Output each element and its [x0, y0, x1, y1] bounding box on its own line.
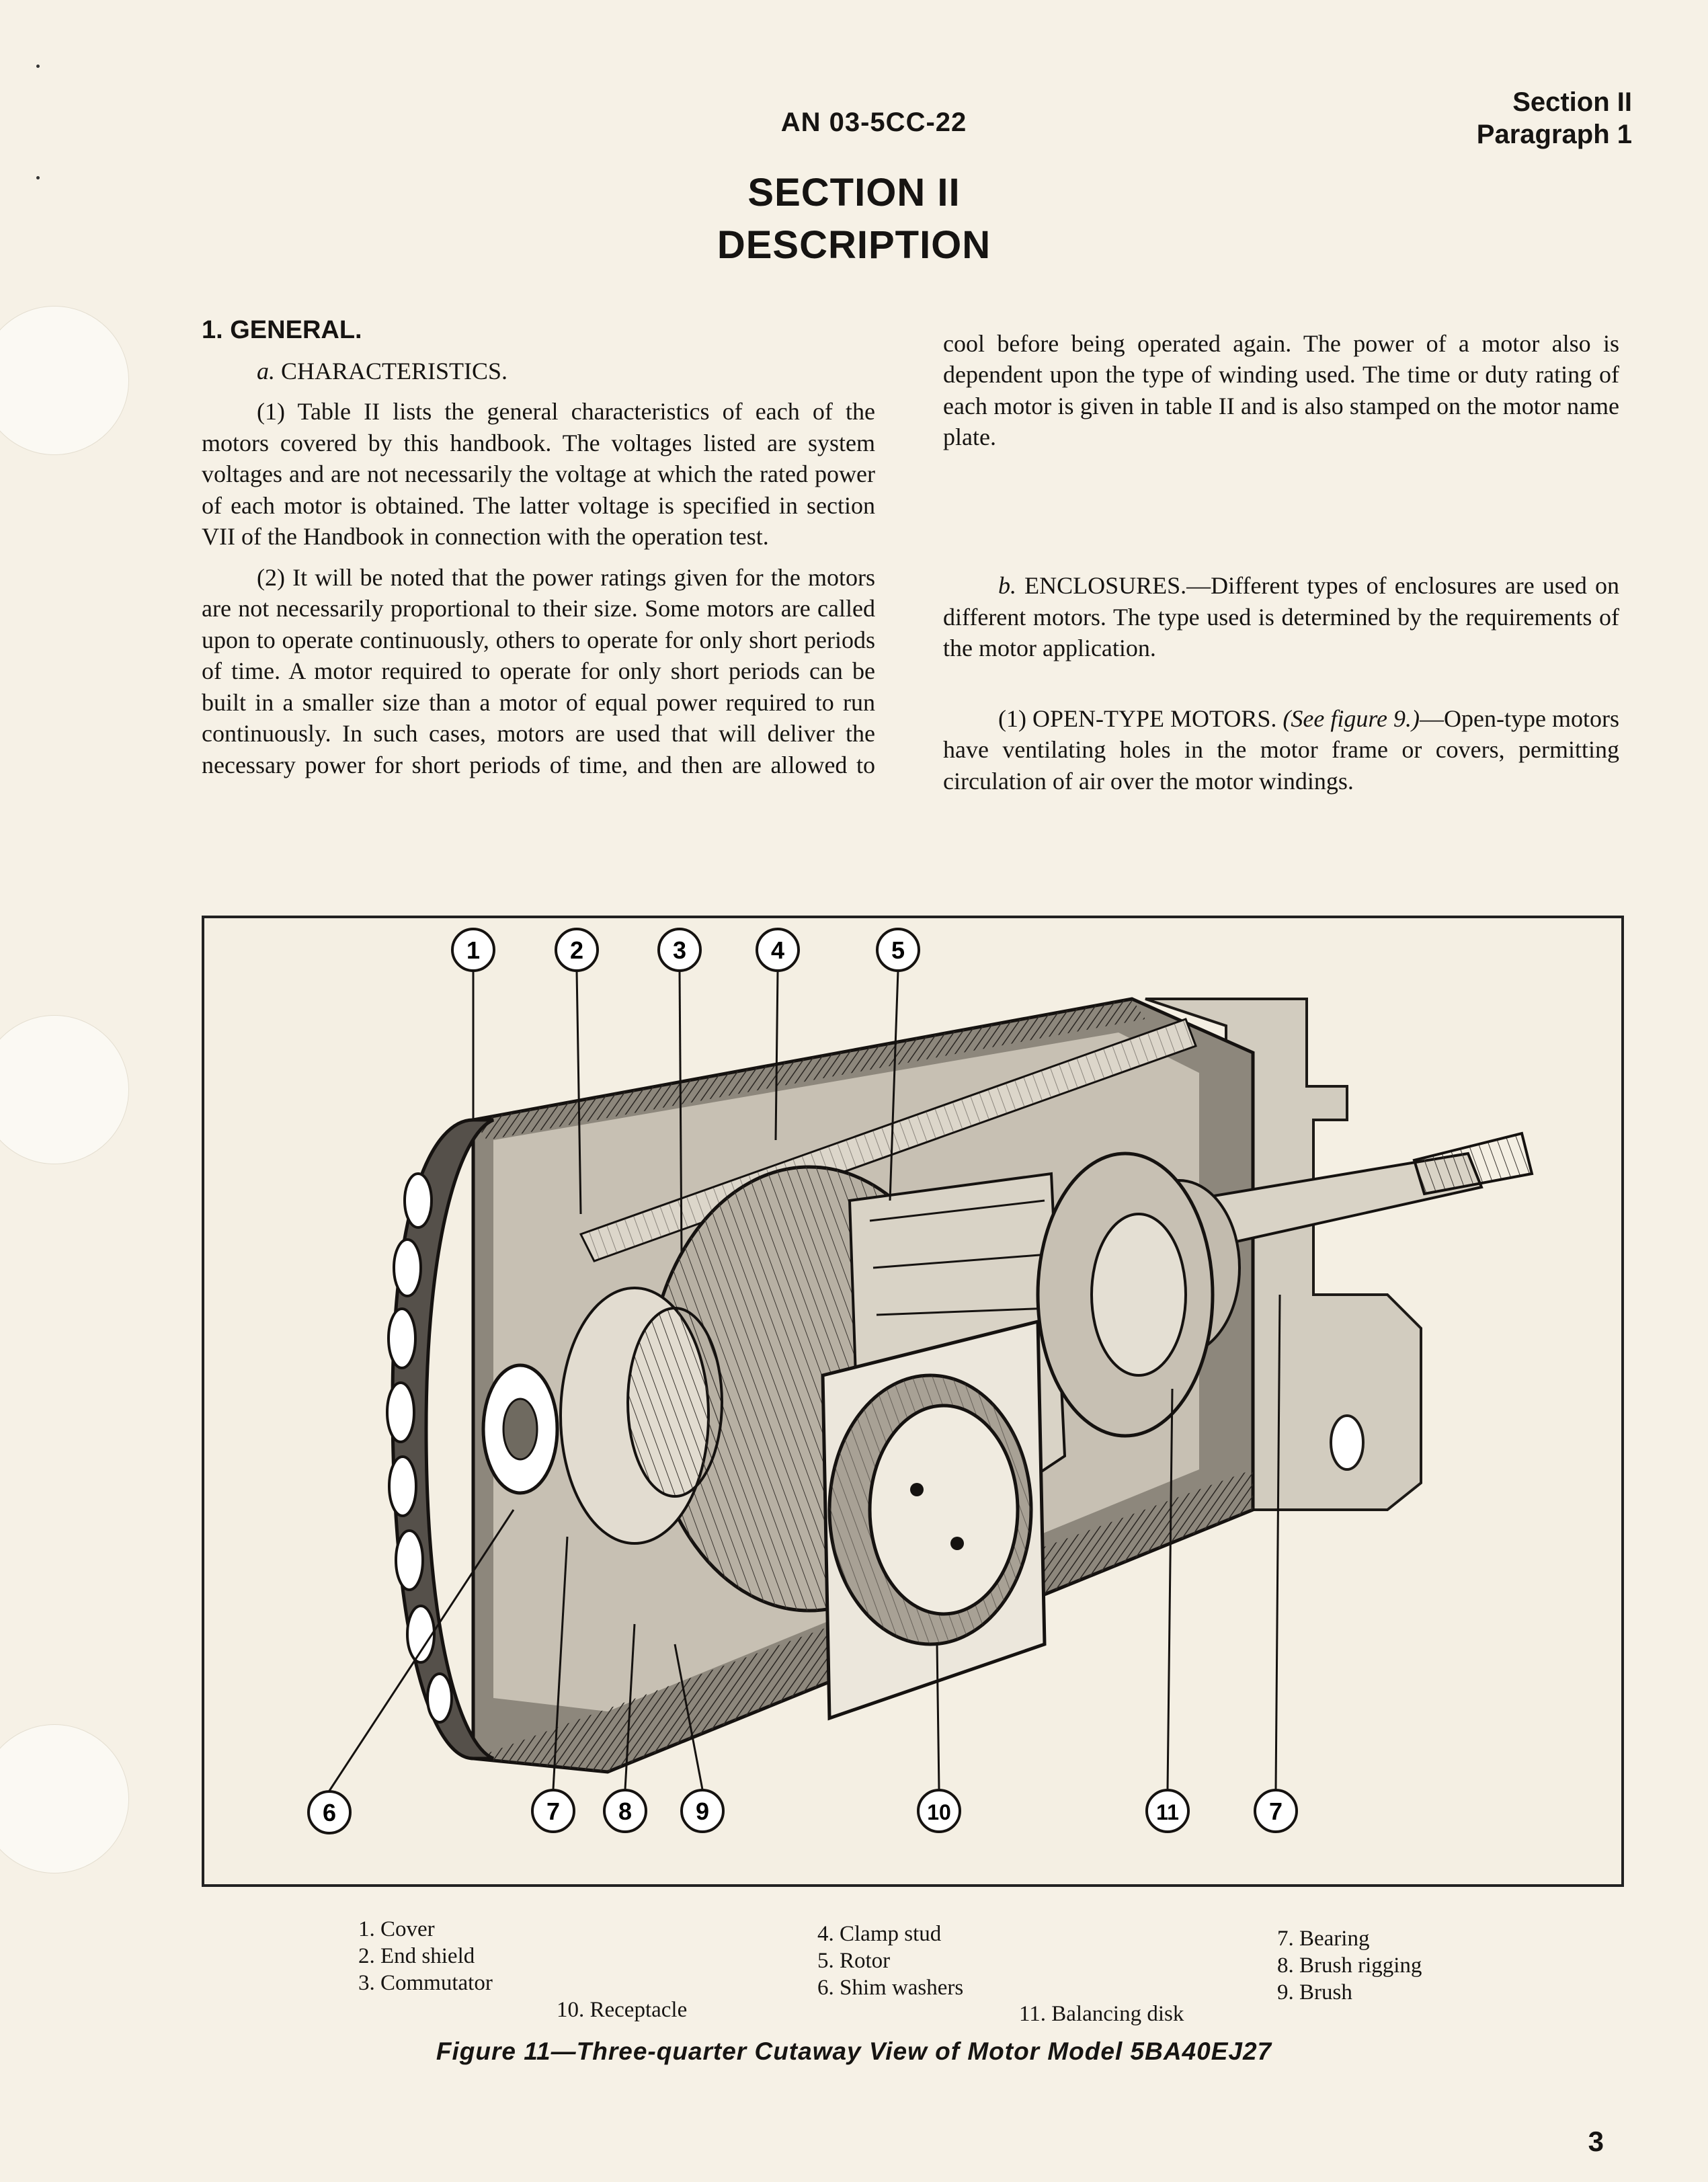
callout-2: 2 [555, 928, 599, 972]
legend-item: 6. Shim washers [817, 1976, 964, 2000]
scan-speck [36, 65, 40, 68]
section-ref: Section II [1512, 87, 1632, 117]
legend-item: 5. Rotor [817, 1949, 891, 1973]
sub-b-letter: b. [998, 572, 1016, 599]
figure-motor-cutaway: 1 2 3 4 5 6 7 8 9 10 11 7 [202, 916, 1624, 1887]
callout-6: 6 [307, 1790, 352, 1834]
callout-11-label: 11 [1156, 1800, 1179, 1824]
b1-title: (1) OPEN-TYPE MOTORS. [998, 704, 1277, 732]
callout-4-label: 4 [771, 936, 784, 964]
legend-group-2: 4. Clamp stud 5. Rotor 6. Shim washers [817, 1921, 963, 2001]
callout-9: 9 [680, 1789, 725, 1833]
balancing-disk [1036, 1151, 1215, 1438]
callout-10-label: 10 [927, 1800, 951, 1824]
legend-item: 7. Bearing [1277, 1927, 1370, 1951]
receptacle [821, 1319, 1047, 1721]
binder-hole [0, 1015, 129, 1164]
callout-3-label: 3 [673, 936, 686, 964]
paragraph-2: (2) It will be noted that the power rati… [202, 563, 875, 778]
callout-1-label: 1 [466, 936, 480, 964]
legend-item: 9. Brush [1277, 1980, 1352, 2005]
callout-5: 5 [876, 928, 920, 972]
callout-7: 7 [531, 1789, 575, 1833]
callout-7-right-label: 7 [1269, 1797, 1283, 1825]
legend-item: 3. Commutator [358, 1971, 493, 1995]
paragraph-b1: (1) OPEN-TYPE MOTORS. (See figure 9.)—Op… [943, 703, 1619, 797]
legend-item: 8. Brush rigging [1277, 1953, 1422, 1978]
sub-b-title: ENCLOSURES. [1024, 572, 1187, 599]
figure-caption: Figure 11—Three-quarter Cutaway View of … [436, 2037, 1272, 2065]
paragraph-1: (1) Table II lists the general character… [202, 398, 875, 550]
section-title: SECTION II DESCRIPTION [0, 167, 1708, 272]
scan-speck [36, 176, 40, 179]
legend-item-10: 10. Receptacle [557, 1998, 688, 2022]
callout-1: 1 [451, 928, 495, 972]
paragraph-2-continued-text: (2) It will be noted that the power rati… [943, 329, 1619, 451]
sub-b-text: —Different types of enclosures are used … [943, 572, 1619, 661]
page-number: 3 [1588, 2126, 1604, 2157]
heading-general: 1. GENERAL. [202, 316, 362, 344]
legend-item: 4. Clamp stud [817, 1922, 942, 1946]
sub-a-letter: a. [257, 357, 275, 385]
callout-5-label: 5 [891, 936, 905, 964]
mounting-flange [1145, 998, 1422, 1511]
text-column-left: 1. GENERAL. a. CHARACTERISTICS. (1) Tabl… [202, 315, 875, 782]
section-name: DESCRIPTION [717, 223, 991, 267]
paragraph-ref: Paragraph 1 [1476, 120, 1632, 149]
callout-3: 3 [657, 928, 702, 972]
document-number: AN 03-5CC-22 [780, 108, 967, 137]
callout-leaders [328, 970, 1281, 1791]
subsection-b: b. ENCLOSURES.—Different types of enclos… [943, 570, 1619, 664]
end-cover-disc [386, 1118, 495, 1761]
legend-group-1: 1. Cover 2. End shield 3. Commutator [358, 1916, 493, 1996]
callout-6-label: 6 [323, 1799, 336, 1826]
callout-11: 11 [1145, 1789, 1190, 1833]
binder-hole [0, 306, 129, 455]
callout-8-label: 8 [618, 1797, 632, 1825]
b1-text: —Open-type motors have ventilating holes… [943, 704, 1619, 795]
legend-item: 1. Cover [358, 1917, 435, 1941]
subheading-a: a. CHARACTERISTICS. [202, 356, 875, 387]
callout-7-label: 7 [546, 1797, 560, 1825]
paragraph-2-continued: (2) It will be noted that the power rati… [943, 329, 1619, 550]
callout-10: 10 [917, 1789, 961, 1833]
sub-a-title: CHARACTERISTICS. [281, 357, 508, 385]
text-column-right: (2) It will be noted that the power rati… [943, 329, 1619, 797]
legend-group-3: 7. Bearing 8. Brush rigging 9. Brush [1277, 1925, 1422, 2006]
legend-item-11: 11. Balancing disk [1019, 2002, 1184, 2026]
callout-4: 4 [756, 928, 800, 972]
legend-item: 2. End shield [358, 1944, 475, 1968]
section-reference: Section II Paragraph 1 [1477, 86, 1632, 151]
motor-cutaway-illustration: 1 2 3 4 5 6 7 8 9 10 11 7 [307, 928, 1534, 1834]
section-number: SECTION II [747, 171, 961, 214]
binder-hole [0, 1724, 129, 1873]
callout-8: 8 [603, 1789, 647, 1833]
callout-9-label: 9 [696, 1797, 709, 1825]
commutator-assembly [481, 1287, 723, 1545]
callout-7-right: 7 [1254, 1789, 1298, 1833]
b1-figure-ref: (See figure 9.) [1283, 704, 1420, 732]
callout-2-label: 2 [570, 936, 583, 964]
